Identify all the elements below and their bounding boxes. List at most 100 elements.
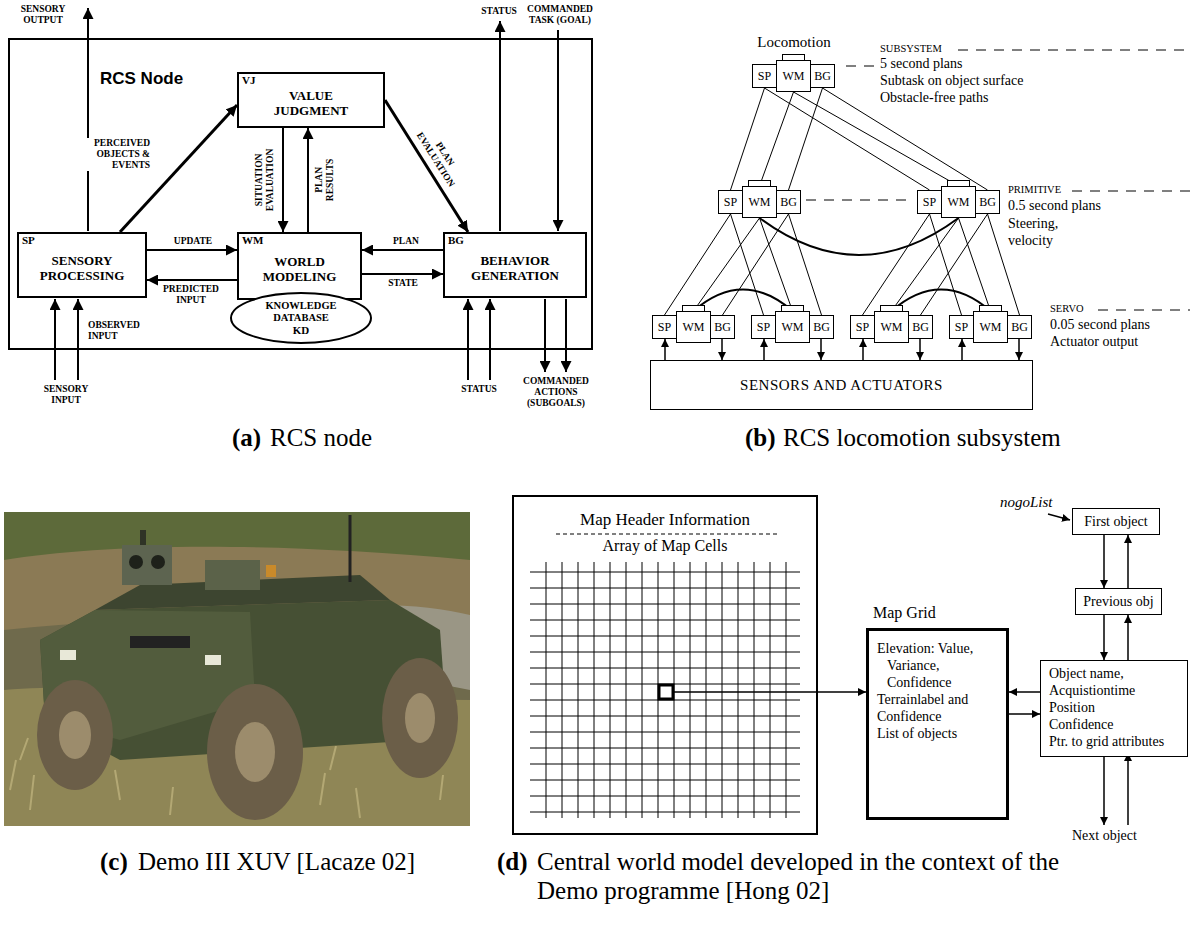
record-field: Position (1049, 699, 1179, 716)
module-tag: SP (658, 321, 671, 333)
record-heading: Map Grid (873, 604, 936, 622)
connector (147, 279, 237, 281)
connector (1103, 535, 1105, 588)
module-tag: BG (979, 196, 996, 208)
module-box: BG (809, 315, 834, 339)
module-tag: WM (881, 321, 903, 333)
io-label: OBSERVED INPUT (88, 320, 148, 342)
module-tab (782, 54, 805, 60)
module-tag: WM (242, 235, 263, 246)
connector (731, 88, 765, 190)
connector (147, 249, 237, 251)
module-tag: SP (923, 196, 936, 208)
module-tab (947, 180, 970, 186)
record-field: Ptr. to grid attributes (1049, 733, 1179, 750)
io-arrow (499, 21, 501, 231)
level-note: Steering, velocity (1008, 215, 1088, 249)
module-tag: SP (757, 321, 770, 333)
module-tag: WM (683, 321, 705, 333)
flow-label: SITUATION EVALUATION (254, 145, 276, 215)
caption-tag: (a) (232, 424, 261, 453)
module-box: SP (751, 315, 776, 339)
module-tab (682, 305, 705, 311)
database-name: KNOWLEDGE DATABASE (261, 300, 341, 323)
map-cell-grid (530, 562, 800, 818)
io-arrow (77, 299, 79, 380)
io-label: SENSORY OUTPUT (12, 4, 74, 26)
io-arrow (54, 299, 56, 380)
module-box: WM (742, 186, 777, 218)
level-name: PRIMITIVE (1008, 184, 1061, 196)
connector (1127, 535, 1129, 588)
list-pointer (1048, 514, 1070, 520)
module-name: BEHAVIOR GENERATION (463, 254, 567, 284)
selected-cell (659, 685, 673, 699)
flow-label: UPDATE (168, 236, 218, 247)
connector (307, 128, 309, 232)
level-name: SUBSYSTEM (880, 43, 942, 55)
module-tab (748, 180, 771, 186)
connector (664, 339, 666, 360)
module-box: BG (776, 190, 801, 214)
vehicle-photo (4, 512, 470, 826)
connector (362, 273, 443, 275)
module-tag: SP (22, 235, 35, 246)
connector (892, 290, 991, 312)
level-divider (806, 200, 912, 201)
record-field: Terrainlabel and Confidence (877, 691, 985, 725)
module-box: SP (718, 190, 743, 214)
connector (961, 339, 963, 360)
list-pointer (1103, 753, 1105, 825)
database-outline (231, 293, 371, 343)
flow-label: PLAN (388, 236, 424, 247)
io-label: COMMANDED TASK (GOAL) (524, 4, 596, 26)
module-name: VALUE JUDGMENT (259, 89, 363, 119)
vehicle-photo (205, 655, 221, 665)
module-box: WM (775, 311, 810, 343)
module-box: BG (710, 315, 735, 339)
io-arrow (565, 299, 567, 372)
module-tag: SP (724, 196, 737, 208)
record-field: Object name, (1049, 665, 1179, 682)
level-note: Obstacle-free paths (880, 90, 988, 106)
list-head: nogoList (1000, 494, 1053, 511)
module-tab (781, 305, 804, 311)
caption: RCS locomotion subsystem (783, 424, 1061, 453)
connector (362, 249, 443, 251)
module-tag: BG (448, 235, 464, 246)
hardware-name: SENSORS AND ACTUATORS (740, 377, 943, 394)
flow-label: STATE (380, 278, 426, 289)
map-array: Map Header InformationArray of Map Cells (512, 495, 818, 835)
module-box: BG (975, 190, 1000, 214)
module-name: WORLD MODELING (248, 255, 352, 285)
module-tag: BG (814, 70, 831, 82)
io-label: COMMANDED ACTIONS (SUBGOALS) (520, 376, 592, 409)
io-arrow (557, 30, 559, 231)
list-tail: Next object (1072, 828, 1137, 843)
module-tag: WM (749, 196, 771, 208)
module-box: WM (874, 311, 909, 343)
connector (385, 100, 468, 232)
vehicle-photo (37, 680, 113, 790)
function-box: SP SENSORY PROCESSING (17, 232, 147, 298)
connector (1009, 691, 1040, 693)
module-box: WM (776, 60, 811, 92)
caption-tag: (d) (497, 848, 528, 877)
list-pointer (1127, 753, 1129, 825)
vehicle-photo (207, 684, 303, 820)
module-tag: WM (782, 321, 804, 333)
cell-leader (673, 691, 818, 693)
connector (731, 214, 764, 315)
connector (760, 92, 794, 186)
vehicle-photo (60, 650, 76, 660)
connector (1009, 713, 1040, 715)
module-name: SENSORY PROCESSING (30, 254, 134, 284)
record-field: Acquistiontime (1049, 682, 1179, 699)
connector (863, 214, 930, 315)
module-tag: BG (714, 321, 731, 333)
map-cell-grid (546, 562, 786, 818)
level-divider (1072, 191, 1190, 192)
map-subheading: Array of Map Cells (514, 537, 816, 555)
